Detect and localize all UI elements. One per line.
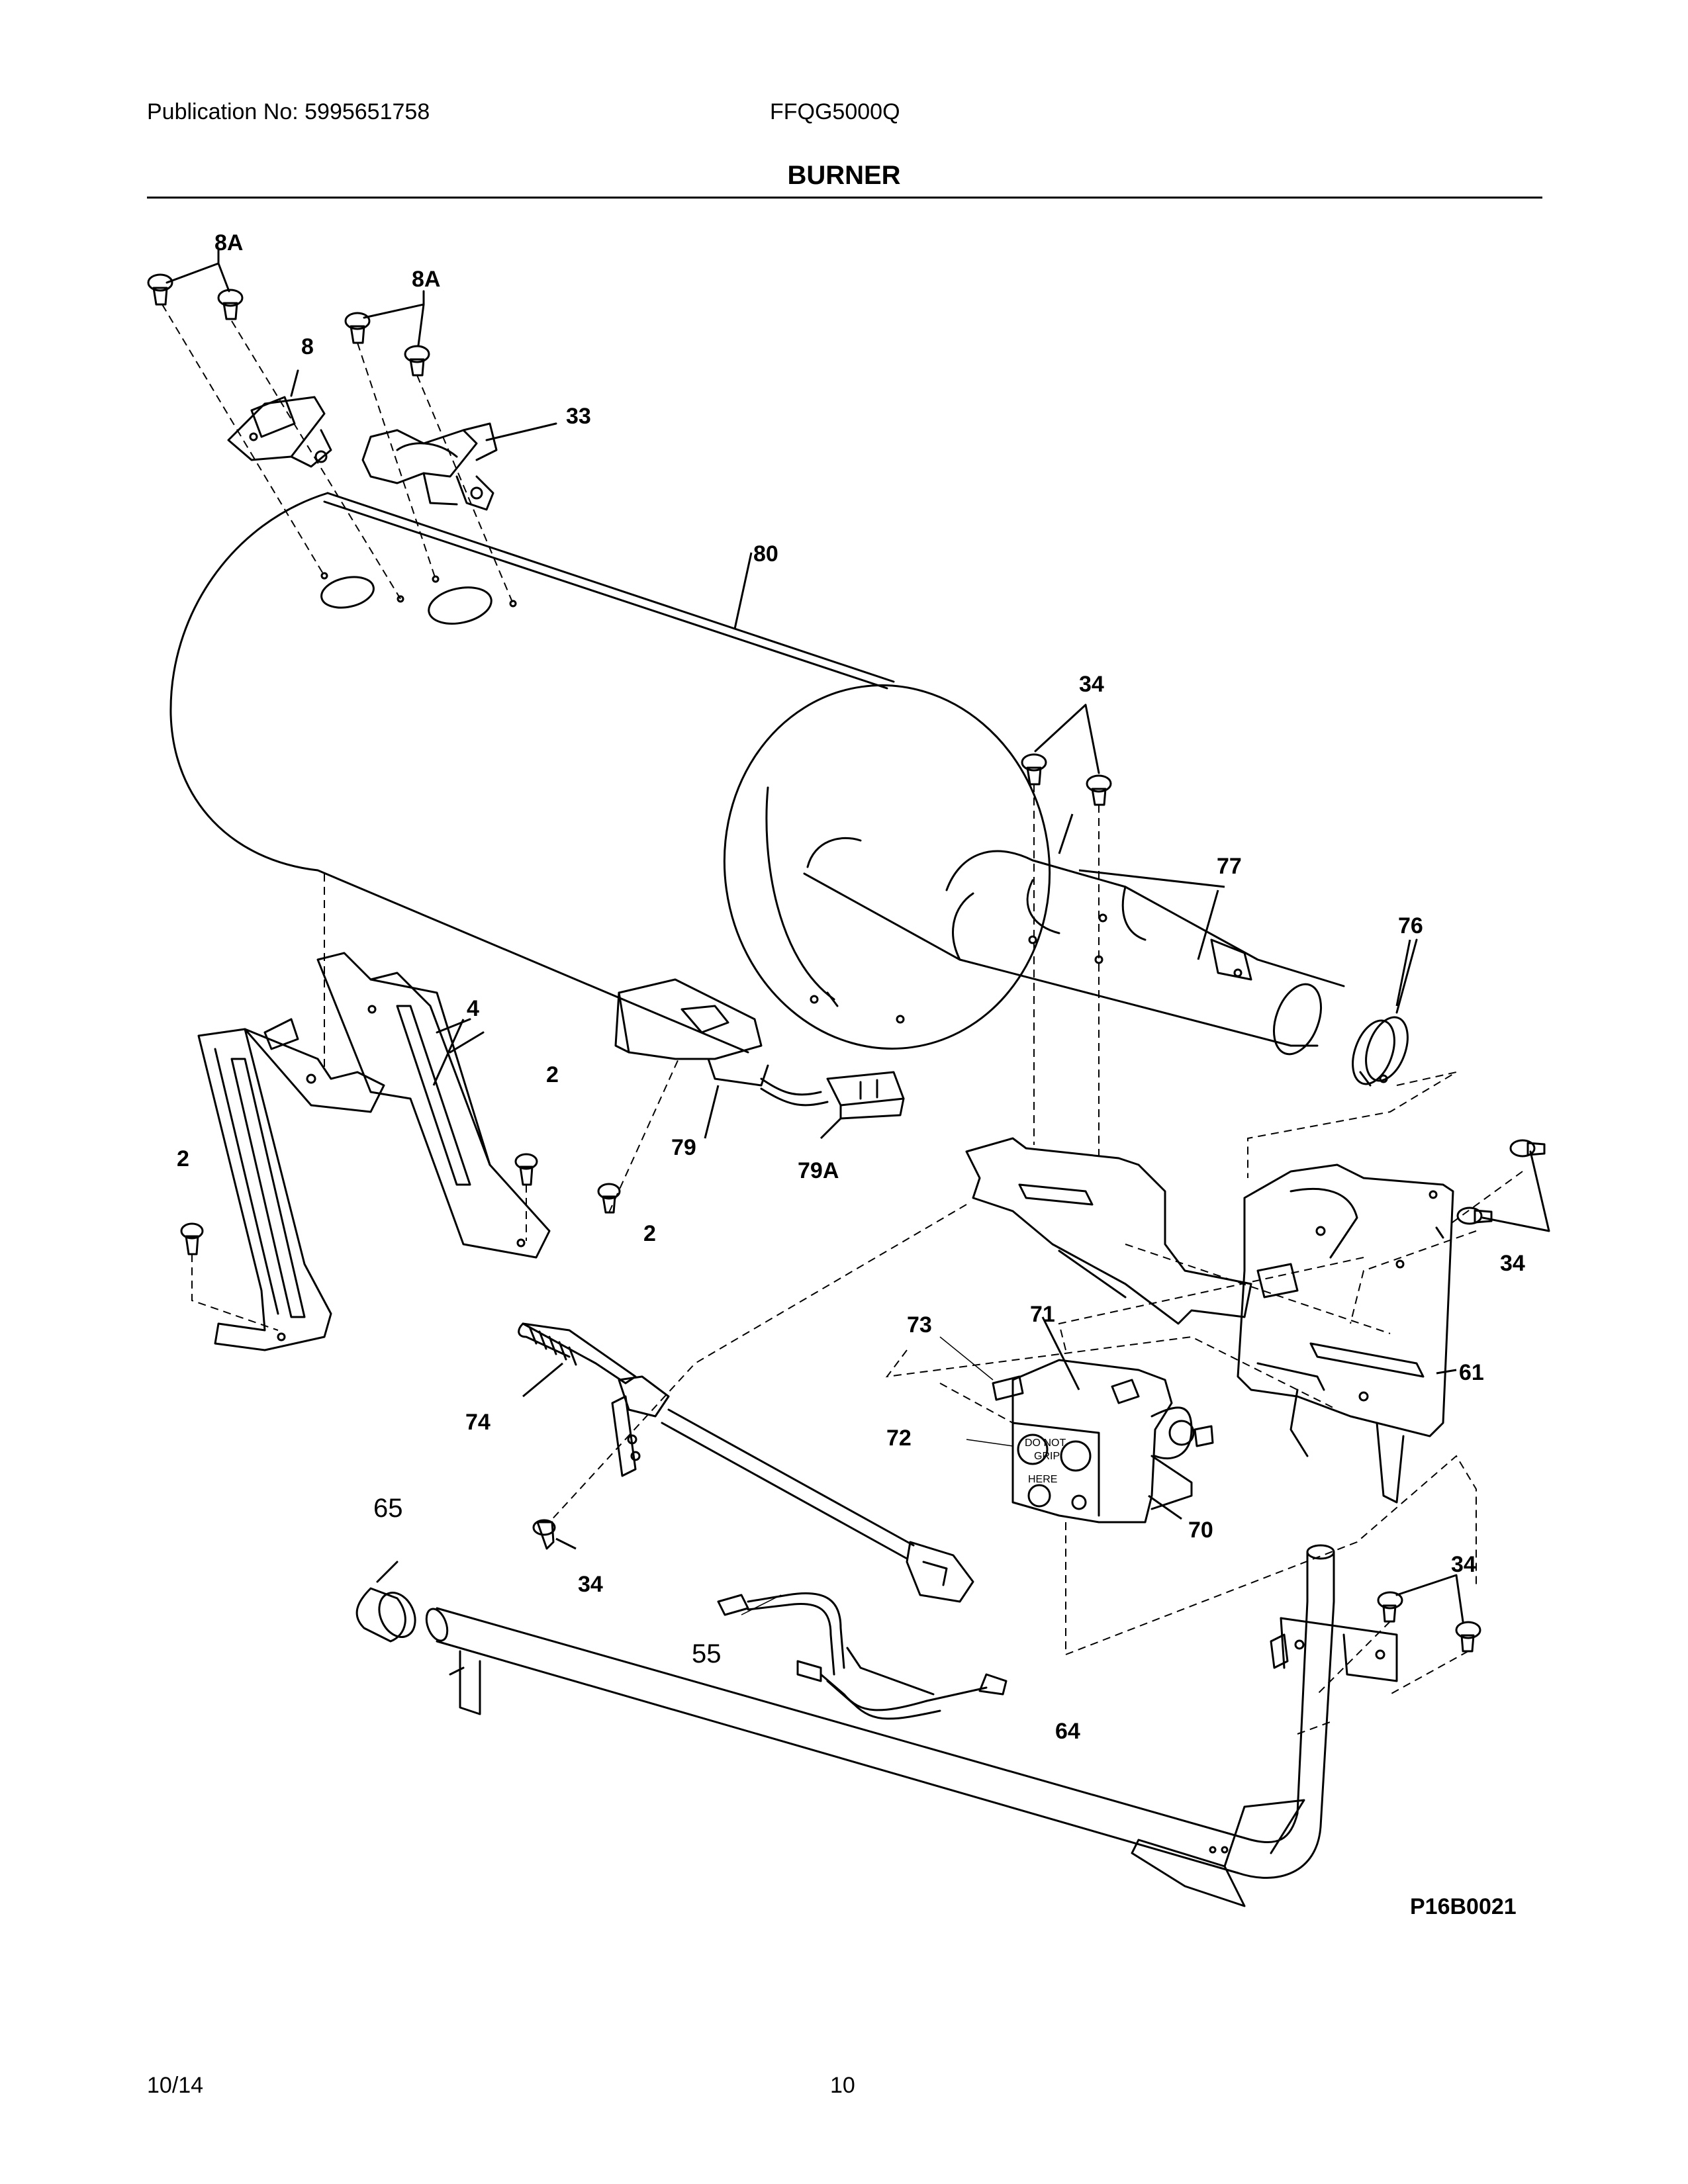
page-number: 10 <box>830 2073 855 2098</box>
thin-leaders <box>741 1336 1013 1615</box>
callout-8a-right: 8A <box>412 267 440 292</box>
bracket-4-part <box>197 952 551 1351</box>
collar-76-part <box>1352 938 1418 1087</box>
gas-valve-70-part: DO NOT GRIP HERE <box>992 1359 1214 1524</box>
callout-71: 71 <box>1030 1302 1055 1327</box>
igniter-74-part <box>518 1322 974 1603</box>
valve-text-3: HERE <box>1028 1474 1057 1485</box>
manifold-pipe-64-part <box>425 1544 1398 1907</box>
callout-65: 65 <box>373 1494 403 1523</box>
title-divider <box>147 197 1542 199</box>
grommet-65-part <box>355 1561 416 1643</box>
ignitor-bracket-79-part <box>614 978 829 1107</box>
connector-79a-part <box>826 1071 905 1120</box>
callout-55: 55 <box>692 1639 722 1668</box>
callout-8a-left: 8A <box>214 230 243 255</box>
callout-34-top: 34 <box>1079 672 1104 697</box>
wire-harness-55-part <box>717 1592 1008 1720</box>
screw-8a-group-left <box>147 249 244 320</box>
assembly-lines <box>162 304 1523 1735</box>
callout-76: 76 <box>1398 913 1423 938</box>
callout-8: 8 <box>301 334 314 359</box>
callout-73: 73 <box>907 1312 932 1338</box>
figure-id: P16B0021 <box>1410 1894 1517 1919</box>
valve-text-1: DO NOT <box>1025 1437 1066 1449</box>
callout-2-left: 2 <box>177 1146 189 1171</box>
screw-34-group-right <box>1456 1139 1550 1232</box>
callout-72: 72 <box>886 1426 912 1451</box>
model-number: FFQG5000Q <box>770 99 900 124</box>
burner-drum-part <box>169 492 1051 1054</box>
callout-70: 70 <box>1188 1518 1213 1543</box>
screw-34-group-top <box>1021 704 1112 806</box>
leader-lines <box>432 552 1457 1550</box>
thermostat-8-part <box>227 369 332 468</box>
page-title: BURNER <box>787 161 901 190</box>
callout-77: 77 <box>1217 854 1242 879</box>
callout-34-mid: 34 <box>578 1572 603 1597</box>
callout-4: 4 <box>467 996 479 1021</box>
footer-date: 10/14 <box>147 2073 204 2098</box>
callout-79a: 79A <box>798 1158 839 1183</box>
mount-bracket-61-part <box>965 1137 1454 1504</box>
callout-74: 74 <box>465 1410 491 1435</box>
callout-2-upper: 2 <box>546 1062 559 1087</box>
callout-61: 61 <box>1459 1360 1484 1385</box>
screw-34-mid <box>532 1519 556 1550</box>
publication-number: Publication No: 5995651758 <box>147 99 430 124</box>
callout-80: 80 <box>753 541 778 567</box>
flame-sensor-33-part <box>361 422 557 511</box>
callout-34-right: 34 <box>1500 1251 1525 1276</box>
callout-64: 64 <box>1055 1719 1080 1744</box>
valve-text-2: GRIP <box>1034 1451 1060 1462</box>
callout-34-low: 34 <box>1451 1552 1476 1577</box>
screw-8a-group-right <box>344 290 430 377</box>
screw-2-group <box>180 1153 621 1255</box>
callout-79: 79 <box>671 1135 696 1160</box>
burner-tube-77-part <box>803 837 1345 1056</box>
callout-2-lower: 2 <box>643 1221 656 1246</box>
screw-34-group-low <box>1377 1574 1481 1653</box>
callout-33: 33 <box>566 404 591 429</box>
